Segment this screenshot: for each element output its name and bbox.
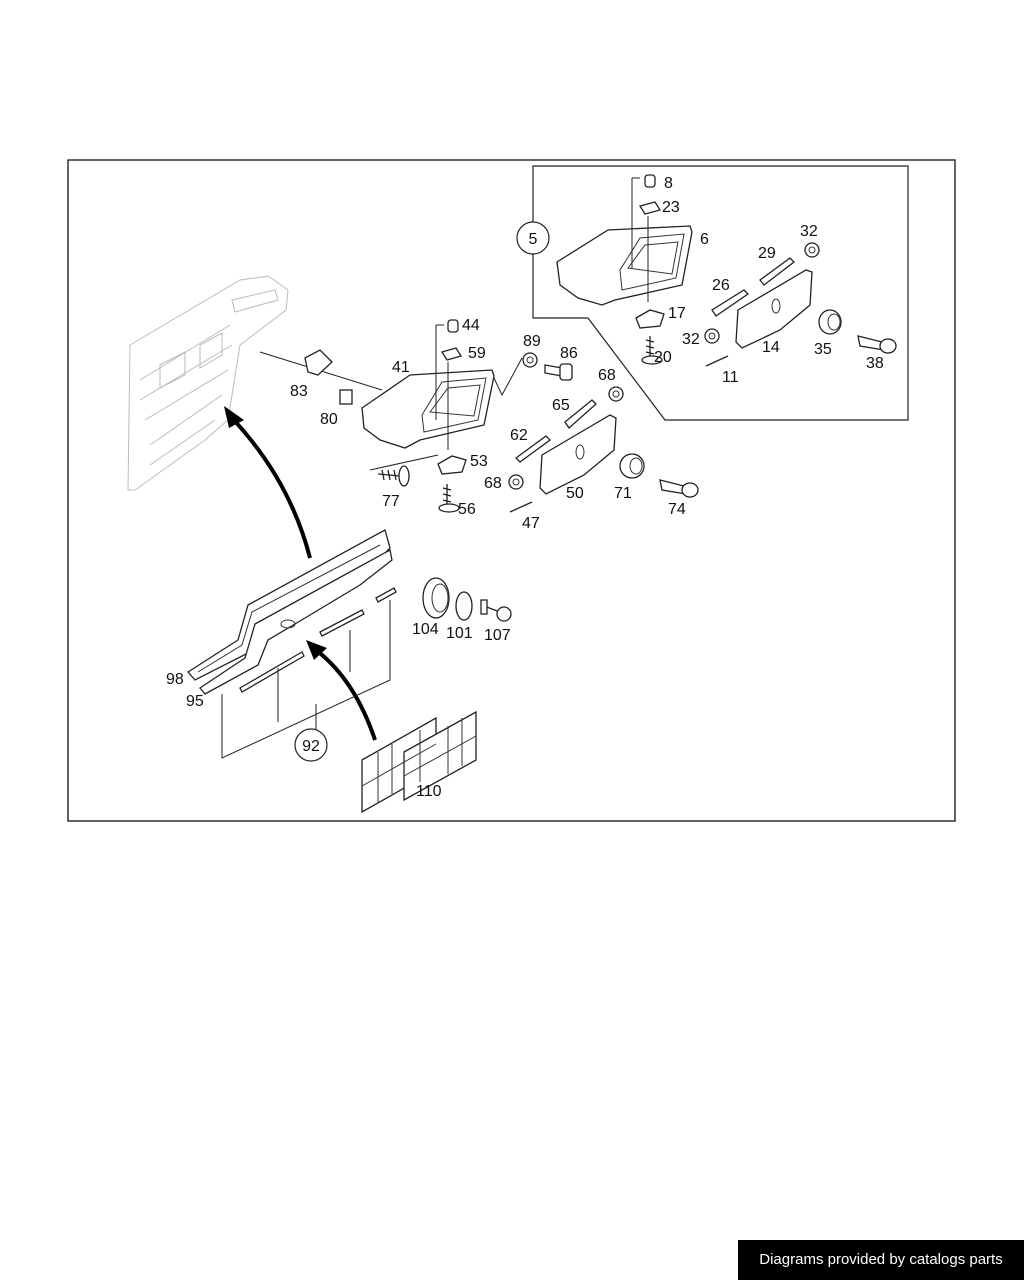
- part-107-bolt: [480, 599, 512, 622]
- part-29-handle: [759, 257, 795, 286]
- part-65-handle: [564, 399, 597, 429]
- part-74-key: [659, 479, 699, 498]
- part-35-lock-cylinder: [818, 309, 842, 335]
- part-62-handle: [515, 435, 551, 463]
- callout-65: 65: [552, 397, 570, 414]
- callout-32-lower: 32: [682, 331, 700, 348]
- callout-68-lower: 68: [484, 475, 502, 492]
- callout-68-upper: 68: [598, 367, 616, 384]
- part-110-grille: [361, 710, 477, 814]
- part-41-glovebox: [361, 369, 495, 449]
- callout-38: 38: [866, 355, 884, 372]
- callout-26: 26: [712, 277, 730, 294]
- footer-credit: Diagrams provided by catalogs parts: [738, 1240, 1024, 1280]
- callout-77: 77: [382, 493, 400, 510]
- callout-8: 8: [664, 175, 673, 192]
- callout-74: 74: [668, 501, 686, 518]
- callout-110: 110: [416, 783, 442, 800]
- callout-53: 53: [470, 453, 488, 470]
- part-38-key: [857, 335, 897, 354]
- dashboard-outline: [127, 275, 289, 491]
- callout-98: 98: [166, 671, 184, 688]
- callout-62: 62: [510, 427, 528, 444]
- part-83-bracket: [304, 349, 333, 376]
- assembly-arrow-lower: [314, 648, 377, 741]
- part-11-rod: [705, 355, 729, 367]
- callout-83: 83: [290, 383, 308, 400]
- callout-11: 11: [722, 369, 739, 386]
- part-23-clip: [638, 201, 662, 215]
- part-44-bumper: [447, 319, 459, 333]
- callout-95: 95: [186, 693, 204, 710]
- inset-frame: [532, 165, 909, 421]
- callout-89: 89: [523, 333, 541, 350]
- callout-circle-5: [516, 221, 550, 255]
- part-17-latch: [635, 309, 665, 329]
- assembly-arrow-lower-head: [306, 640, 327, 660]
- assembly-arrow-upper-head: [224, 406, 244, 428]
- part-59-clip: [440, 347, 463, 361]
- part-56-screw: [438, 484, 460, 513]
- callout-104: 104: [412, 621, 439, 638]
- part-20-screw: [641, 336, 663, 365]
- callout-5: 5: [529, 231, 538, 248]
- callout-47: 47: [522, 515, 540, 532]
- part-101-disc: [455, 591, 473, 621]
- part-89-washer: [522, 352, 538, 368]
- part-50-lid: [539, 414, 617, 495]
- callout-29: 29: [758, 245, 776, 262]
- part-47-rod: [509, 501, 533, 513]
- callout-80: 80: [320, 411, 338, 428]
- part-71-lock-cylinder: [619, 453, 645, 479]
- part-8-bumper: [644, 174, 656, 188]
- callout-14: 14: [762, 339, 780, 356]
- part-80-clip: [339, 389, 353, 405]
- part-68-pin-lower: [508, 474, 524, 490]
- callout-71: 71: [614, 485, 632, 502]
- callout-41: 41: [392, 359, 410, 376]
- callout-20: 20: [654, 349, 672, 366]
- callout-32-upper: 32: [800, 223, 818, 240]
- part-6-glovebox: [556, 225, 693, 306]
- callout-23: 23: [662, 199, 680, 216]
- callout-101: 101: [446, 625, 473, 642]
- part-32-pin-lower: [704, 328, 720, 344]
- callout-35: 35: [814, 341, 832, 358]
- part-95-trim-panel: [199, 549, 393, 695]
- assembly-arrow-upper: [230, 416, 312, 559]
- callout-86: 86: [560, 345, 578, 362]
- callout-92: 92: [302, 738, 320, 755]
- callout-50: 50: [566, 485, 584, 502]
- part-104-cap: [422, 577, 450, 619]
- part-53-latch: [437, 455, 467, 475]
- part-14-lid: [735, 269, 813, 349]
- group-92-strips: [221, 587, 397, 759]
- callout-59: 59: [468, 345, 486, 362]
- callout-circle-92: [294, 728, 328, 762]
- diagram-frame: [67, 159, 956, 822]
- part-26-handle: [711, 289, 750, 317]
- callout-6: 6: [700, 231, 709, 248]
- part-86-bolt: [544, 363, 573, 381]
- part-77-screw: [377, 465, 410, 487]
- callout-56: 56: [458, 501, 476, 518]
- callout-107: 107: [484, 627, 511, 644]
- callout-44: 44: [462, 317, 480, 334]
- callout-17: 17: [668, 305, 686, 322]
- part-68-pin-upper: [608, 386, 624, 402]
- part-32-pin-upper: [804, 242, 820, 258]
